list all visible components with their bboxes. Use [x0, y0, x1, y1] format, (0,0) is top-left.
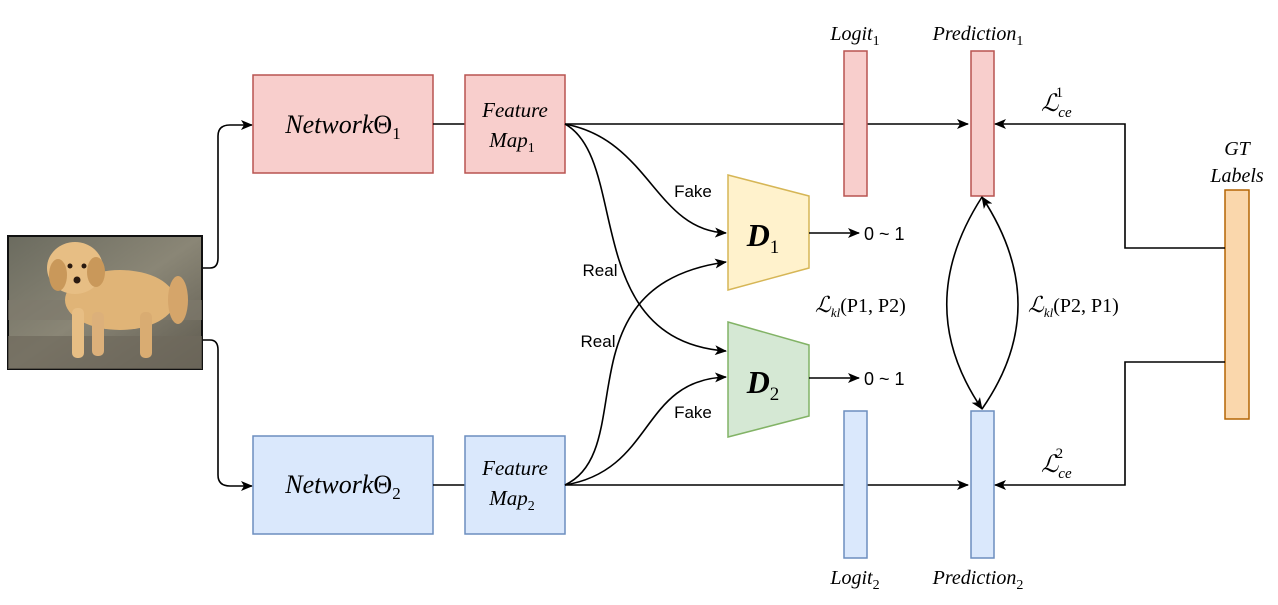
- edge-feat1-real-to-d2: [564, 123, 727, 356]
- edge-feat2-fake-to-d2: [564, 372, 727, 486]
- edge-feat2-real-to-d1: [564, 258, 727, 486]
- gt-label-line1: GT: [1224, 138, 1251, 160]
- network1-label: NetworkΘ1: [284, 110, 400, 143]
- feature-map2-line2: Map2: [488, 486, 535, 514]
- feature-map1-box: [464, 74, 566, 174]
- prediction1-bar: [970, 50, 995, 197]
- network1-box: [252, 74, 434, 174]
- network2-box: [252, 435, 434, 535]
- discriminator2-shape: [727, 321, 810, 438]
- input-dog-image: [7, 235, 203, 370]
- logit1-bar: [843, 50, 868, 197]
- prediction1-label: Prediction1: [932, 23, 1024, 49]
- logit2-bar: [843, 410, 868, 559]
- label-fake-1: Fake: [674, 182, 712, 201]
- discriminator1-shape: [727, 174, 810, 291]
- discriminator1-label: D1: [746, 217, 780, 258]
- gt-label-line2: Labels: [1209, 165, 1264, 187]
- kl-loss-p1-p2: ℒkl(P1, P2): [815, 292, 906, 320]
- edge-image-to-net1: [203, 120, 253, 269]
- feature-map1-line1: Feature: [481, 98, 548, 122]
- ce-loss-1: ℒce1: [1041, 85, 1072, 121]
- d1-output-label: 0 ~ 1: [864, 224, 905, 244]
- edge-image-to-net2: [203, 339, 253, 491]
- discriminator2-label: D2: [746, 364, 780, 405]
- edge-kl-p1-to-p2: [945, 196, 983, 410]
- prediction2-label: Prediction2: [932, 567, 1024, 593]
- feature-map2-box: [464, 435, 566, 535]
- edge-gt-to-pred2: [994, 361, 1225, 490]
- d2-output-label: 0 ~ 1: [864, 369, 905, 389]
- network2-label: NetworkΘ2: [284, 470, 400, 503]
- logit2-label: Logit2: [829, 567, 879, 593]
- edge-feat1-fake-to-d1: [564, 123, 727, 238]
- label-real-2: Real: [581, 332, 616, 351]
- prediction2-bar: [970, 410, 995, 559]
- feature-map2-line1: Feature: [481, 456, 548, 480]
- edge-gt-to-pred1: [994, 119, 1225, 249]
- feature-map1-line2: Map1: [488, 128, 535, 156]
- gt-labels-bar: [1224, 189, 1250, 420]
- ce-loss-2: ℒce2: [1041, 446, 1072, 482]
- kl-loss-p2-p1: ℒkl(P2, P1): [1028, 292, 1119, 320]
- label-fake-2: Fake: [674, 403, 712, 422]
- edge-kl-p2-to-p1: [981, 196, 1019, 410]
- logit1-label: Logit1: [829, 23, 879, 49]
- label-real-1: Real: [583, 261, 618, 280]
